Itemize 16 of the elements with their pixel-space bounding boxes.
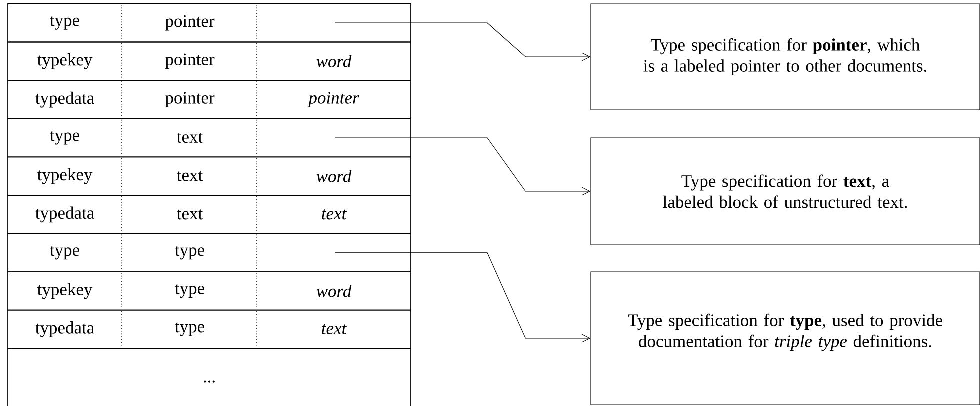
table-row: typedata text text [8, 195, 412, 234]
table-row: typedata type text [8, 310, 412, 350]
arrow [335, 22, 591, 62]
table-row: type text [8, 118, 412, 158]
table-row: typekey text word [8, 156, 412, 196]
arrow [335, 252, 591, 343]
description-box: Type specification for text, a labeled block of unstructured text. [590, 138, 980, 246]
table-row: typekey type word [8, 272, 412, 311]
table-row: ... [8, 348, 412, 406]
table-row: type type [8, 233, 412, 272]
table-row: typedata pointer pointer [8, 80, 412, 120]
description-box: Type specification for type, used to provide documentation for triple type definitions. [590, 272, 980, 406]
table-row: type pointer [8, 4, 412, 43]
description-box: Type specification for pointer, which is a labeled pointer to other documents. [590, 4, 980, 110]
table-row: typekey pointer word [8, 42, 412, 81]
arrow [335, 138, 591, 196]
